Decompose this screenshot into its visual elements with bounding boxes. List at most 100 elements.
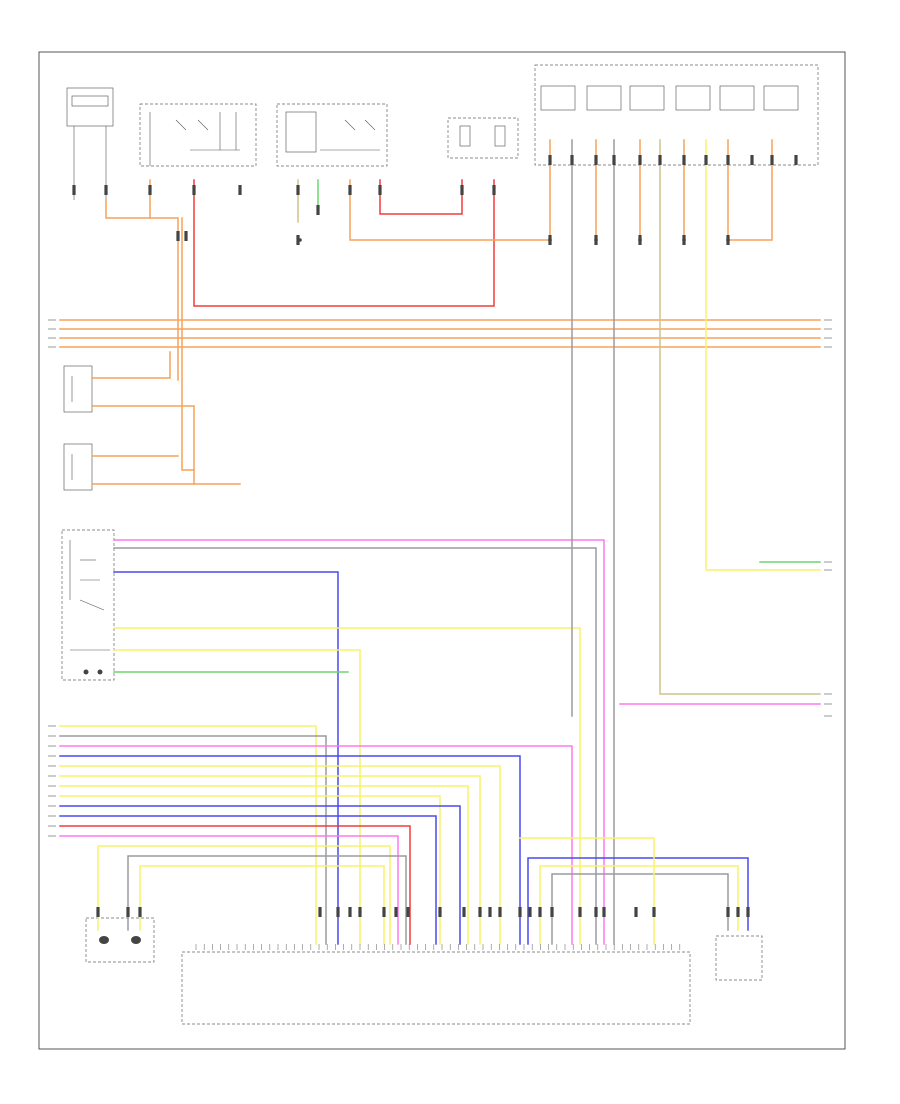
connector-top-10 — [492, 185, 496, 195]
wire-orange-sensor-1 — [91, 351, 171, 379]
connector-top-22 — [794, 155, 798, 165]
wire-harness-2 — [59, 735, 327, 945]
splice-dot-1 — [298, 238, 302, 242]
splice-dot-4 — [594, 238, 598, 242]
connector-bottom-21 — [594, 907, 598, 917]
wire-harness-3 — [59, 745, 573, 945]
connector-bottom-12 — [462, 907, 466, 917]
wires-layer — [59, 139, 821, 945]
splice-dot-6 — [726, 238, 730, 242]
map-sensor — [63, 443, 93, 491]
ignition-switch — [61, 529, 115, 681]
connector-top-6 — [296, 185, 300, 195]
wire-blue-ign-3 — [113, 571, 339, 945]
connector-bottom-18 — [538, 907, 542, 917]
connector-top-2 — [104, 185, 108, 195]
wire-red-resistor — [379, 179, 463, 215]
sensor-upper — [63, 365, 93, 413]
engine-control-module — [181, 951, 691, 1025]
connector-bottom-19 — [550, 907, 554, 917]
wire-harness-9 — [59, 805, 461, 945]
connector-top-13 — [594, 155, 598, 165]
connector-top-28 — [296, 235, 300, 245]
wire-harness-4 — [59, 755, 521, 945]
fuel-pump-resistor — [447, 117, 519, 159]
connector-bottom-14 — [488, 907, 492, 917]
wire-harness-10 — [59, 815, 437, 945]
connector-bottom-3 — [138, 907, 142, 917]
connector-bottom-8 — [382, 907, 386, 917]
wire-blue-crank-1 — [527, 857, 749, 945]
ecm-pins-layer — [195, 944, 681, 950]
connector-top-11 — [548, 155, 552, 165]
connector-top-5 — [238, 185, 242, 195]
splice-dot-3 — [682, 238, 686, 242]
connector-top-29 — [316, 205, 320, 215]
crank-sensor — [715, 935, 763, 981]
connector-bottom-1 — [96, 907, 100, 917]
wire-gray-ign-2 — [113, 547, 597, 945]
wire-orange-map-feed — [181, 217, 195, 471]
wire-orange-sensor-2 — [91, 405, 195, 485]
engine-control-module-top — [66, 87, 114, 200]
fuse-block — [534, 64, 819, 166]
wire-pink-ign-1 — [113, 539, 605, 945]
connector-top-30 — [176, 231, 180, 241]
diagram-border — [38, 51, 846, 1050]
wire-harness-5 — [59, 765, 501, 945]
connector-bottom-23 — [634, 907, 638, 917]
connector-top-20 — [750, 155, 754, 165]
connector-bottom-10 — [406, 907, 410, 917]
relay-right — [276, 103, 388, 167]
connector-bottom-26 — [736, 907, 740, 917]
connector-top-17 — [682, 155, 686, 165]
connector-top-4 — [192, 185, 196, 195]
connector-bottom-13 — [478, 907, 482, 917]
connector-top-1 — [72, 185, 76, 195]
connector-top-16 — [658, 155, 662, 165]
connector-bottom-17 — [528, 907, 532, 917]
wire-harness-6 — [59, 775, 481, 945]
wire-yellow-knock-1 — [97, 845, 391, 945]
connector-top-9 — [460, 185, 464, 195]
wire-harness-1 — [59, 725, 317, 945]
connector-top-7 — [348, 185, 352, 195]
connector-top-21 — [770, 155, 774, 165]
connector-bottom-5 — [336, 907, 340, 917]
wire-harness-11 — [59, 825, 411, 945]
connector-top-12 — [570, 155, 574, 165]
wire-yellow-knock-3 — [139, 865, 385, 945]
connector-bottom-24 — [652, 907, 656, 917]
connector-bottom-7 — [358, 907, 362, 917]
labels-layer — [48, 319, 832, 837]
connector-bottom-2 — [126, 907, 130, 917]
connector-bottom-6 — [348, 907, 352, 917]
connector-top-14 — [612, 155, 616, 165]
wire-tan-out-1 — [659, 139, 821, 695]
connector-top-15 — [638, 155, 642, 165]
connector-bottom-4 — [318, 907, 322, 917]
splice-dot-5 — [548, 238, 552, 242]
connector-bottom-11 — [438, 907, 442, 917]
wire-gray-knock-2 — [127, 855, 407, 945]
wire-orange-fuse-a — [349, 139, 551, 241]
splice-dot-2 — [638, 238, 642, 242]
connector-bottom-16 — [518, 907, 522, 917]
wire-harness-8 — [59, 795, 441, 945]
connector-bottom-25 — [726, 907, 730, 917]
connector-bottom-22 — [602, 907, 606, 917]
wire-yellow-ign-5 — [113, 649, 361, 945]
wire-orange-ecm-feed — [105, 199, 179, 381]
connector-bottom-9 — [394, 907, 398, 917]
connector-top-19 — [726, 155, 730, 165]
connector-bottom-20 — [578, 907, 582, 917]
wire-yellow-crank-2 — [539, 865, 739, 945]
connector-top-3 — [148, 185, 152, 195]
knock-sensors — [85, 917, 155, 963]
wire-harness-7 — [59, 785, 469, 945]
connector-top-31 — [184, 231, 188, 241]
connector-top-18 — [704, 155, 708, 165]
connector-bottom-15 — [498, 907, 502, 917]
